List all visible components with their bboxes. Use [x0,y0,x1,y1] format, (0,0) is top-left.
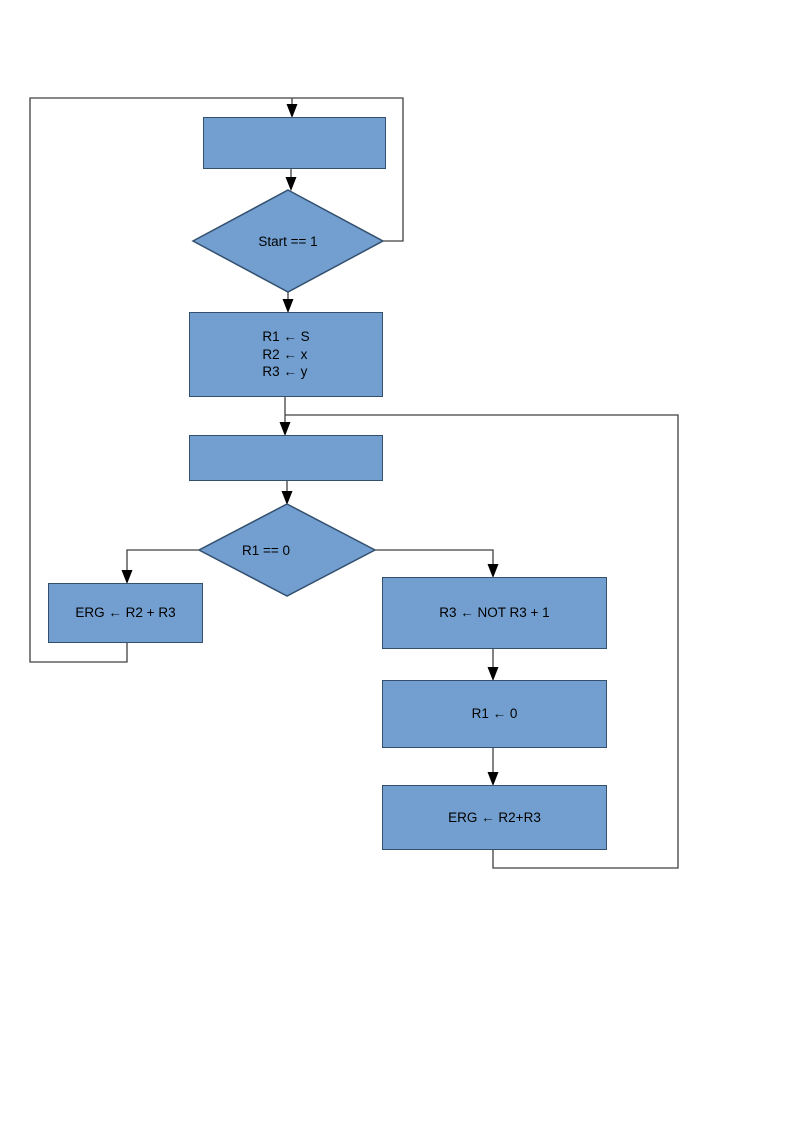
arrowhead-into-negate [487,564,499,578]
arrowhead-into-top-process [286,104,298,118]
init-line-3: R3 ← y [262,364,308,380]
arrowhead-into-erg-result [487,772,499,786]
r1-decision-diamond [197,503,377,597]
erg-sum-process-box: ERG ← R2 + R3 [48,583,203,643]
arrowhead-into-start-decision [285,177,297,191]
init-process-lines: R1 ← S R2 ← x R3 ← y [262,328,309,381]
erg-result-process-box: ERG ← R2+R3 [382,785,607,850]
connector-r1-right-branch [375,549,494,565]
loop-process-box [189,435,383,481]
arrowhead-into-erg-sum [121,570,133,584]
connector-right-loop [285,414,679,869]
top-process-box [203,117,386,169]
arrowhead-into-loop-process [279,422,291,436]
connector-outer-loop [29,97,404,663]
init-line-2: R2 ← x [262,346,308,362]
arrowhead-into-init-process [282,299,294,313]
connector-r1-left-branch [126,549,199,571]
clear-r1-process-box: R1 ← 0 [382,680,607,748]
arrowhead-into-r1-decision [281,491,293,505]
negate-process-box: R3 ← NOT R3 + 1 [382,577,607,649]
start-decision-diamond [191,189,385,293]
init-line-1: R1 ← S [262,329,310,345]
init-process-box: R1 ← S R2 ← x R3 ← y [189,312,383,397]
arrowhead-into-clear-r1 [487,667,499,681]
